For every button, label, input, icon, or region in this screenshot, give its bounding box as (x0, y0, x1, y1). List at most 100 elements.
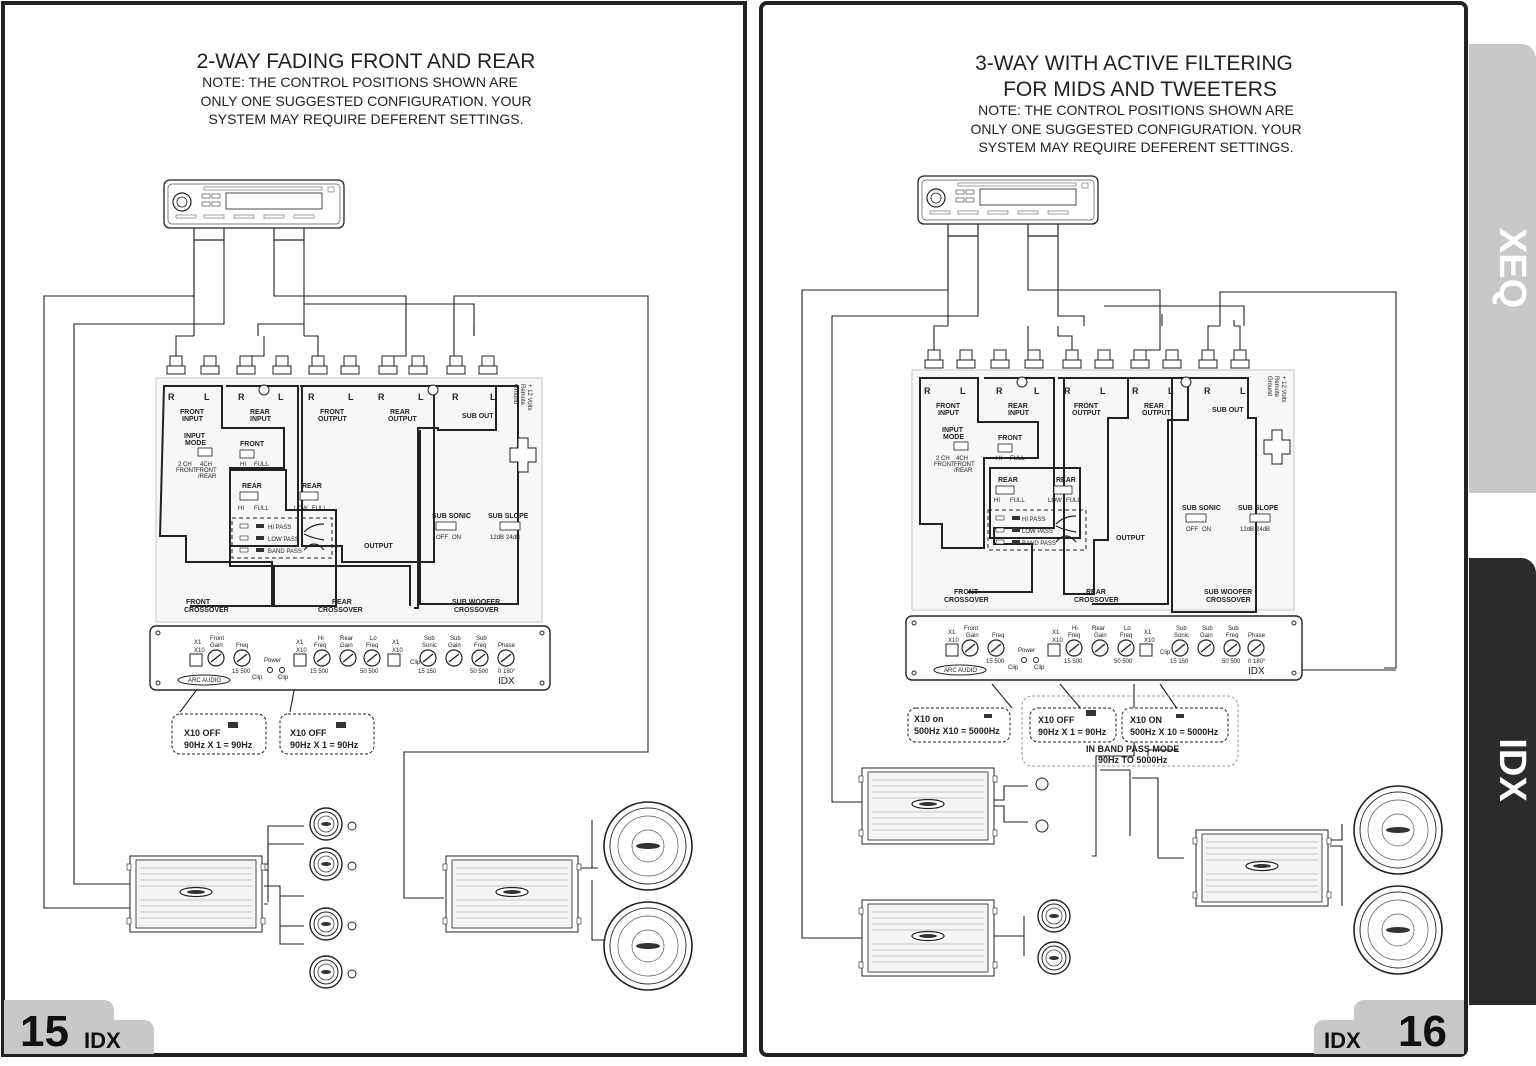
front-mode-switch[interactable] (997, 443, 1013, 453)
idx-tab-label: IDX (1491, 738, 1533, 802)
sub-sonic-switch[interactable] (435, 521, 457, 531)
front-crossover-label: FRONT (954, 589, 979, 596)
hi-freq-knob[interactable] (313, 649, 331, 667)
xeq-tab-label: XEQ (1491, 228, 1533, 308)
range-label: 15 150 (1170, 659, 1189, 665)
right-page-number: 16 (1398, 1007, 1447, 1056)
front-gain-knob[interactable] (207, 649, 225, 667)
rear-pass-switch[interactable] (1053, 485, 1073, 495)
r-label: R (924, 386, 931, 396)
phase-knob[interactable] (1247, 639, 1265, 657)
sub-sonic-knob[interactable] (419, 649, 437, 667)
sub-sonic-label: SUB SONIC (432, 513, 471, 520)
front-freq-knob[interactable] (987, 639, 1005, 657)
l-label: L (960, 386, 966, 396)
x10-label: X10 (296, 648, 307, 654)
power-label: Ground (512, 384, 518, 404)
clip-label: Clip (410, 660, 421, 666)
subwoofer (1353, 885, 1443, 975)
hi-freq-knob[interactable] (1065, 639, 1083, 657)
l-label: L (1168, 386, 1174, 396)
clip-label: Clip (252, 675, 263, 681)
phase-knob[interactable] (497, 649, 515, 667)
tweeter (1035, 777, 1049, 791)
rear-gain-knob[interactable] (1091, 639, 1109, 657)
rear-input-label: REAR (250, 409, 270, 416)
sub-sonic-label: SUB SONIC (1182, 505, 1221, 512)
x10-switch[interactable] (945, 643, 959, 657)
l-label: L (204, 392, 210, 402)
rear-output-label: OUTPUT (1142, 410, 1172, 417)
right-title-line: 3-WAY WITH ACTIVE FILTERING (975, 52, 1293, 75)
rear-mode-switch[interactable] (995, 485, 1015, 495)
left-page-frame (1, 1, 747, 1057)
r-label: R (238, 392, 245, 402)
front-mode-switch[interactable] (239, 449, 255, 459)
r-label: R (996, 386, 1003, 396)
x10-switch[interactable] (1139, 643, 1153, 657)
output-label: OUTPUT (364, 543, 394, 550)
rear-pass-switch[interactable] (299, 491, 319, 501)
front-freq-knob[interactable] (233, 649, 251, 667)
lo-freq-label: Freq (1120, 633, 1132, 639)
input-mode-option: FRONT (954, 462, 975, 468)
rear-crossover-label: REAR (1086, 589, 1106, 596)
power-label: Remote (1273, 376, 1279, 398)
rear-output-label: REAR (1144, 403, 1164, 410)
front-crossover-label: CROSSOVER (944, 597, 989, 604)
front-input-label: FRONT (936, 403, 961, 410)
off-label: OFF (1186, 527, 1198, 533)
rear-mode-switch[interactable] (239, 491, 259, 501)
sub-slope-switch[interactable] (1249, 513, 1271, 523)
sub-out-label: SUB OUT (1212, 407, 1244, 414)
range-label: 50 500 (360, 669, 379, 675)
front-gain-knob[interactable] (961, 639, 979, 657)
sub-sonic-switch[interactable] (1185, 513, 1207, 523)
crossover-paths (158, 385, 519, 609)
callout-line: 90Hz X 1 = 90Hz (1038, 727, 1107, 737)
phase-label: Phase (1248, 633, 1266, 639)
lo-freq-knob[interactable] (1117, 639, 1135, 657)
head-unit (163, 179, 345, 241)
12db-label: 12dB (1240, 527, 1254, 533)
sub-sonic-knob[interactable] (1171, 639, 1189, 657)
x10-switch[interactable] (189, 653, 203, 667)
right-page-label: IDX (1324, 1028, 1361, 1053)
low-pass-label: LOW PASS (268, 537, 299, 543)
band-pass-note: IN BAND PASS MODE (1086, 744, 1179, 754)
x10-switch[interactable] (293, 653, 307, 667)
input-mode-switch[interactable] (197, 447, 213, 457)
lo-freq-knob[interactable] (363, 649, 381, 667)
left-diagram: R L FRONT INPUT R L REAR INPUT R L FRONT… (43, 179, 693, 991)
sub-sonic-label: Sonic (1174, 633, 1189, 639)
range-label: 50 500 (1114, 659, 1133, 665)
input-mode-option: /REAR (954, 468, 973, 474)
power-label: Power (264, 658, 281, 664)
rear-mode-label: REAR (242, 483, 262, 490)
sub-crossover-label: SUB WOOFER (1204, 589, 1252, 596)
sub-freq-knob[interactable] (471, 649, 489, 667)
input-mode-switch[interactable] (953, 441, 969, 451)
gain-label: Gain (1094, 633, 1107, 639)
rear-slope-label: REAR (302, 483, 322, 490)
l-label: L (1100, 386, 1106, 396)
right-title-line: FOR MIDS AND TWEETERS (1003, 78, 1277, 101)
sub-slope-switch[interactable] (499, 521, 521, 531)
sub-gain-knob[interactable] (445, 649, 463, 667)
rear-mode-label: REAR (998, 477, 1018, 484)
x10-switch[interactable] (1047, 643, 1061, 657)
sub-gain-knob[interactable] (1197, 639, 1215, 657)
off-label: OFF (436, 535, 448, 541)
x10-switch[interactable] (387, 653, 401, 667)
sub-slope-label: SUB SLOPE (488, 513, 529, 520)
right-note-line: ONLY ONE SUGGESTED CONFIGURATION. YOUR (970, 121, 1301, 137)
full-label: FULL (254, 462, 269, 468)
callout-box (1121, 707, 1229, 743)
sub-freq-knob[interactable] (1223, 639, 1241, 657)
rear-gain-knob[interactable] (339, 649, 357, 667)
full-label: FULL (1066, 498, 1081, 504)
front-crossover-label: CROSSOVER (184, 607, 229, 614)
amplifier (442, 855, 582, 933)
callout-line: X10 OFF (1038, 715, 1075, 725)
x1-label: X1 (392, 640, 400, 646)
